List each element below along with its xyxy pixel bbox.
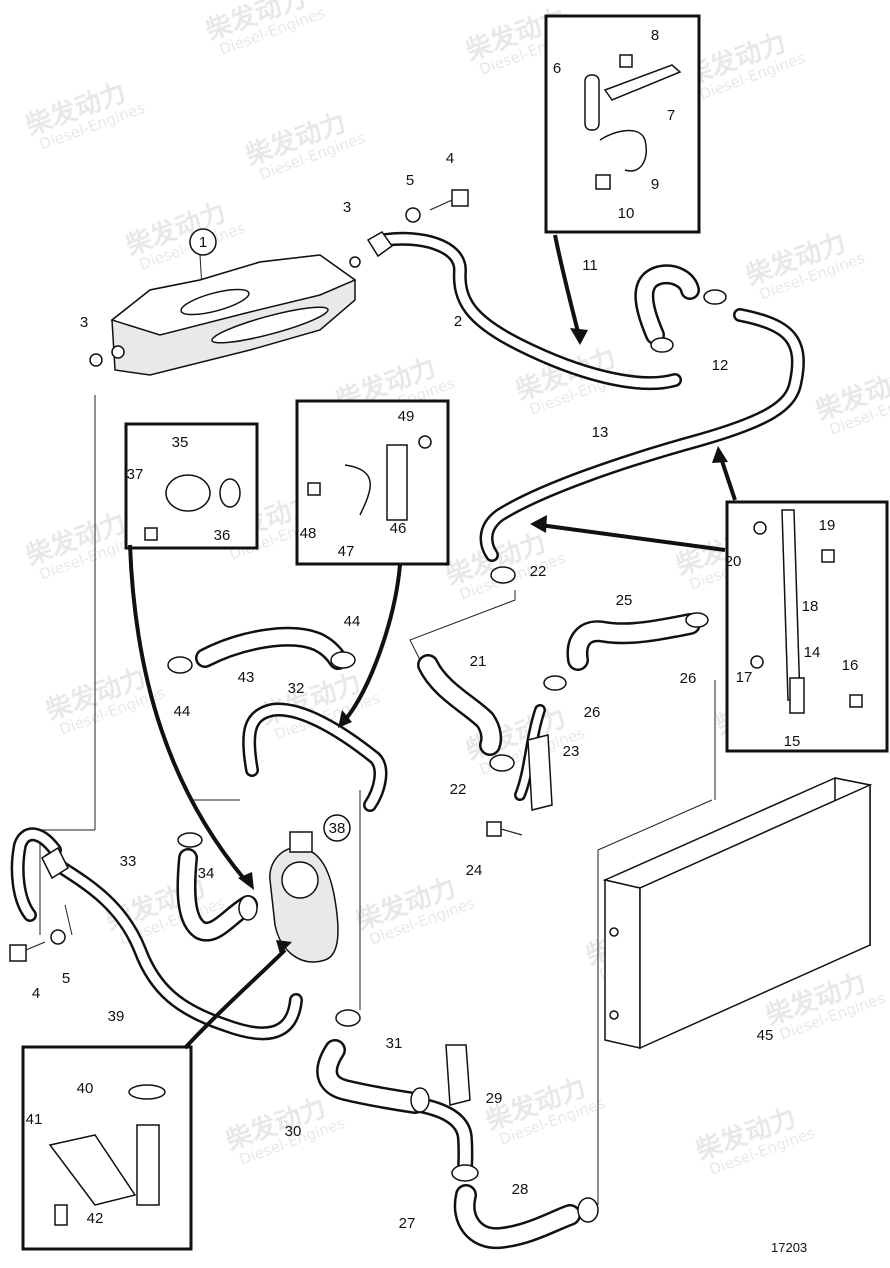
part-number-label: 42 (87, 1210, 104, 1227)
part-callout-circle (323, 814, 351, 842)
part-number-label: 14 (804, 644, 821, 661)
part-number-label: 44 (174, 703, 191, 720)
inset-box-14-20 (725, 500, 889, 753)
part-number-label: 8 (651, 27, 659, 44)
clamp-44-right (330, 651, 356, 669)
clamp-22-top (490, 566, 516, 584)
part-number-label: 48 (300, 525, 317, 542)
clamp-26-right (685, 612, 709, 628)
part-number-label: 1 (199, 234, 207, 251)
part-number-label: 45 (757, 1027, 774, 1044)
part-number-label: 17 (736, 669, 753, 686)
clamp-34-top (177, 832, 203, 848)
part-number-label: 38 (329, 820, 346, 837)
bolt-4-5-left (9, 929, 66, 962)
clamp-26-left (543, 675, 567, 691)
part-number-label: 21 (470, 653, 487, 670)
flange-part (366, 231, 394, 258)
part-number-label: 22 (530, 563, 547, 580)
part-number-label: 40 (77, 1080, 94, 1097)
clamp-34-side (238, 895, 258, 921)
part-number-label: 18 (802, 598, 819, 615)
part-number-label: 16 (842, 657, 859, 674)
part-number-label: 26 (584, 704, 601, 721)
exhaust-manifold-part (89, 254, 361, 376)
part-number-label: 22 (450, 781, 467, 798)
part-number-label: 4 (446, 150, 454, 167)
part-labels: 1233445567891011121314151617181920212222… (26, 27, 859, 1232)
clamp-28-side (577, 1197, 599, 1223)
part-number-label: 28 (512, 1181, 529, 1198)
part-number-label: 5 (406, 172, 414, 189)
flange-39 (41, 846, 69, 880)
part-number-label: 19 (819, 517, 836, 534)
clamp-22-bottom (489, 754, 515, 772)
part-number-label: 34 (198, 865, 215, 882)
part-number-label: 35 (172, 434, 189, 451)
part-number-label: 44 (344, 613, 361, 630)
bracket-23 (527, 734, 553, 811)
part-number-label: 5 (62, 970, 70, 987)
clamp-12a (703, 289, 727, 305)
part-number-label: 29 (486, 1090, 503, 1107)
drawing-reference-number: 17203 (771, 1240, 807, 1255)
part-number-label: 20 (725, 553, 742, 570)
cooler-45 (602, 777, 873, 1050)
parts (9, 189, 873, 1223)
part-number-label: 46 (390, 520, 407, 537)
part-number-label: 33 (120, 853, 137, 870)
bolt-4-5-top (405, 189, 469, 223)
bracket-29 (445, 1044, 471, 1106)
part-number-label: 27 (399, 1215, 416, 1232)
part-callout-circle (189, 228, 217, 256)
part-number-label: 39 (108, 1008, 125, 1025)
part-number-label: 3 (80, 314, 88, 331)
part-number-label: 25 (616, 592, 633, 609)
part-number-label: 31 (386, 1035, 403, 1052)
part-number-label: 15 (784, 733, 801, 750)
part-number-label: 41 (26, 1111, 43, 1128)
clamp-31-side (410, 1087, 430, 1113)
clamp-44-left (167, 656, 193, 674)
clamp-31-top (335, 1009, 361, 1027)
clamp-28-top (451, 1164, 479, 1182)
inset-box-40-42 (21, 1045, 193, 1251)
part-number-label: 36 (214, 527, 231, 544)
inset-box-top-right (544, 14, 701, 234)
part-number-label: 7 (667, 107, 675, 124)
part-number-label: 12 (712, 357, 729, 374)
clamp-12b (650, 337, 674, 353)
part-number-label: 47 (338, 543, 355, 560)
part-number-label: 11 (582, 257, 598, 274)
part-number-label: 24 (466, 862, 483, 879)
water-pump-38 (269, 831, 339, 963)
part-number-label: 3 (343, 199, 351, 216)
part-number-label: 49 (398, 408, 415, 425)
leader-lines (39, 254, 716, 1205)
part-number-label: 30 (285, 1123, 302, 1140)
part-number-label: 10 (618, 205, 635, 222)
inset-box-35-37 (124, 422, 259, 550)
part-number-label: 13 (592, 424, 609, 441)
pointer-arrows (128, 234, 737, 1050)
hose-pipes (10, 231, 805, 1250)
part-number-label: 23 (563, 743, 580, 760)
part-number-label: 37 (127, 466, 144, 483)
part-number-label: 9 (651, 176, 659, 193)
part-number-label: 43 (238, 669, 255, 686)
part-number-label: 32 (288, 680, 305, 697)
part-number-label: 26 (680, 670, 697, 687)
part-number-label: 2 (454, 313, 462, 330)
inset-box-46-49 (295, 399, 450, 566)
arrow-heads (238, 328, 728, 954)
part-number-label: 4 (32, 985, 40, 1002)
bolt-24 (486, 821, 523, 837)
part-number-label: 6 (553, 60, 561, 77)
